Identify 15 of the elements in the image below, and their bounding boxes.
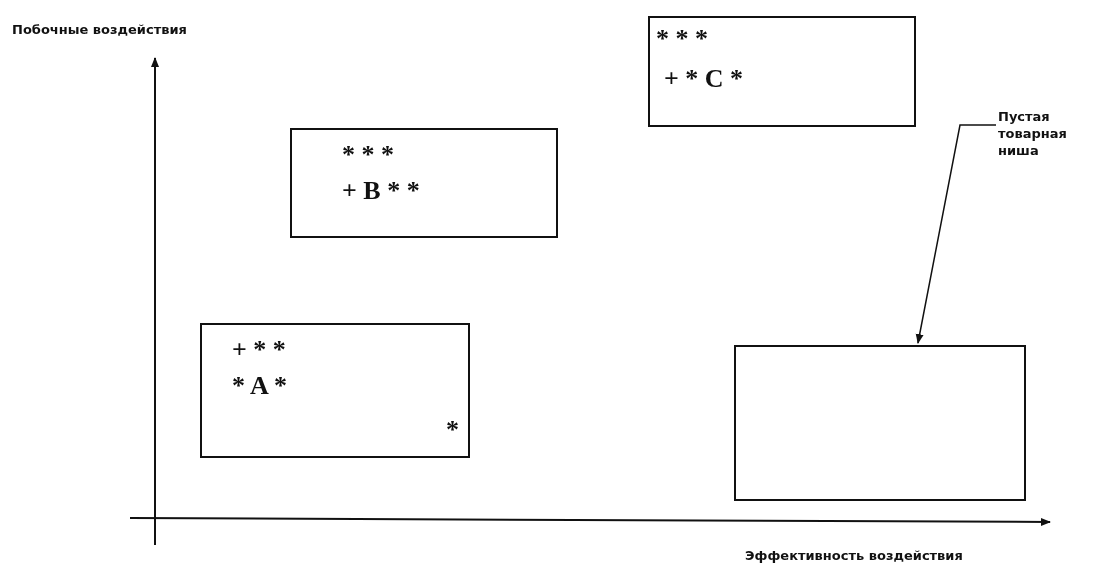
- y-axis-label: Побочные воздействия: [12, 22, 187, 37]
- product-marks: + B * *: [342, 178, 420, 204]
- product-marks: *: [446, 417, 459, 443]
- x-axis-label: Эффективность воздействия: [745, 548, 963, 563]
- product-marks: * * *: [656, 26, 708, 52]
- product-marks: + * C *: [664, 66, 744, 92]
- callout-text: Пустая товарная ниша: [998, 108, 1088, 159]
- empty-niche-box: [734, 345, 1026, 501]
- product-group-box: [290, 128, 558, 238]
- product-marks: + * *: [232, 337, 286, 363]
- product-group-box: [648, 16, 916, 127]
- product-group-box: [200, 323, 470, 458]
- product-marks: * A *: [232, 373, 287, 399]
- leader-line: [915, 124, 997, 344]
- product-marks: * * *: [342, 142, 394, 168]
